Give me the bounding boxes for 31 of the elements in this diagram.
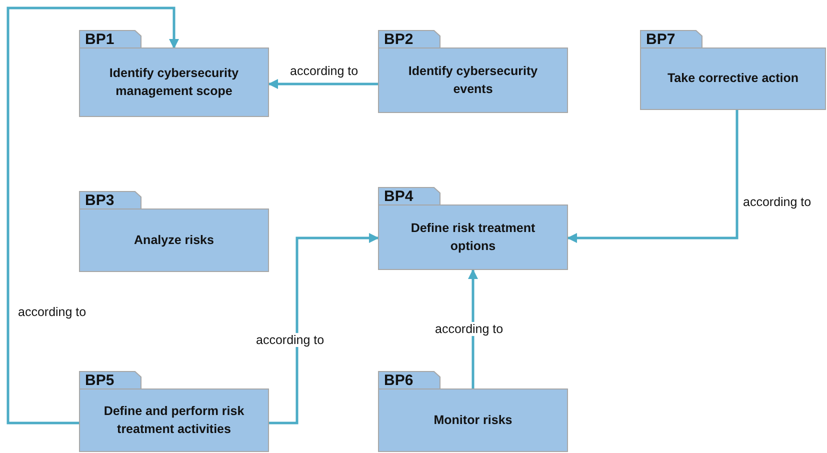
package-id: BP3	[85, 192, 114, 209]
package-id: BP6	[384, 372, 414, 389]
edge-label: according to	[254, 333, 326, 347]
edge-label: according to	[288, 64, 360, 78]
package-id: BP2	[384, 31, 414, 48]
edge-label: according to	[741, 195, 814, 209]
package-box	[378, 371, 568, 452]
connector-arrow	[268, 79, 378, 89]
package-box	[79, 191, 269, 272]
package-box	[79, 30, 269, 117]
connector-arrow	[269, 233, 379, 424]
edge-label: according to	[16, 305, 88, 319]
package-id: BP7	[646, 31, 676, 48]
step-title: Monitor risks	[434, 412, 512, 429]
edge-label: according to	[433, 322, 506, 336]
connector-arrow	[567, 110, 738, 243]
package-box	[378, 187, 568, 270]
step-title: Analyze risks	[134, 232, 214, 249]
package-box	[378, 30, 568, 113]
package-id: BP4	[384, 188, 414, 205]
step-title: Define and perform risk treatment activities	[102, 403, 246, 438]
package-id: BP5	[85, 372, 114, 389]
package-id: BP1	[85, 31, 114, 48]
package-box	[79, 371, 269, 452]
step-title: Define risk treatment options	[410, 220, 536, 255]
connector-arrow	[468, 269, 478, 389]
package-box	[640, 30, 826, 110]
step-title: Identify cybersecurity management scope	[108, 65, 240, 100]
connector-arrow	[6, 6, 179, 424]
step-title: Identify cybersecurity events	[407, 63, 539, 98]
step-title: Take corrective action	[667, 70, 799, 88]
